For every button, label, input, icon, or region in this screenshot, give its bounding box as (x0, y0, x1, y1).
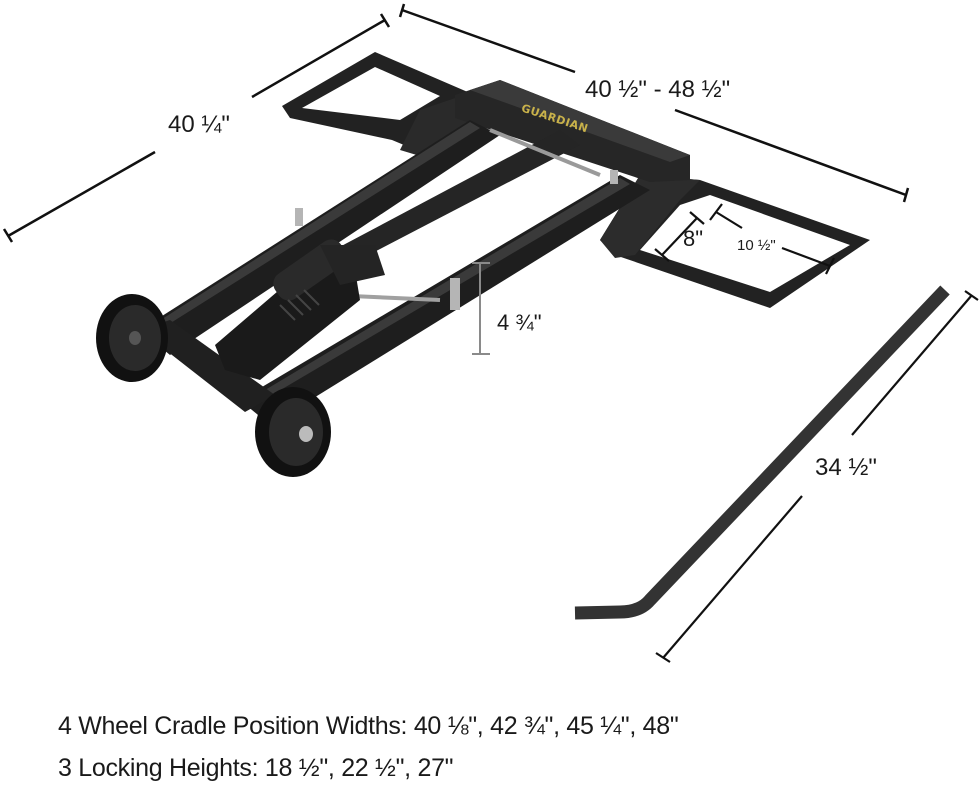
left-wheel (96, 294, 168, 382)
right-wheel (255, 387, 331, 477)
locking-latches (295, 170, 618, 310)
cradle-dimension-lines (654, 203, 835, 275)
length-label: 40 ¼" (168, 111, 230, 138)
length-dimension-line (2, 13, 391, 243)
width-range-label: 40 ½" - 48 ½" (585, 76, 731, 103)
cross-member (455, 80, 690, 182)
cradle-length-label: 10 ½" (737, 237, 776, 254)
lift-handle (574, 285, 950, 620)
main-frame-rails (140, 120, 650, 425)
handle-length-label: 34 ½" (815, 454, 877, 481)
front-wheel-cradle (600, 175, 870, 308)
cradle-width-label: 8" (683, 226, 704, 251)
width-dimension-line (398, 3, 910, 203)
handle-dimension-line (655, 290, 979, 663)
hydraulic-jack (215, 239, 385, 380)
lift-height-marker (472, 262, 490, 355)
lift-height-label: 4 ¾" (497, 310, 542, 335)
locking-heights-spec: 3 Locking Heights: 18 ½", 22 ½", 27" (58, 754, 454, 782)
cradle-positions-spec: 4 Wheel Cradle Position Widths: 40 ⅛", 4… (58, 712, 679, 740)
